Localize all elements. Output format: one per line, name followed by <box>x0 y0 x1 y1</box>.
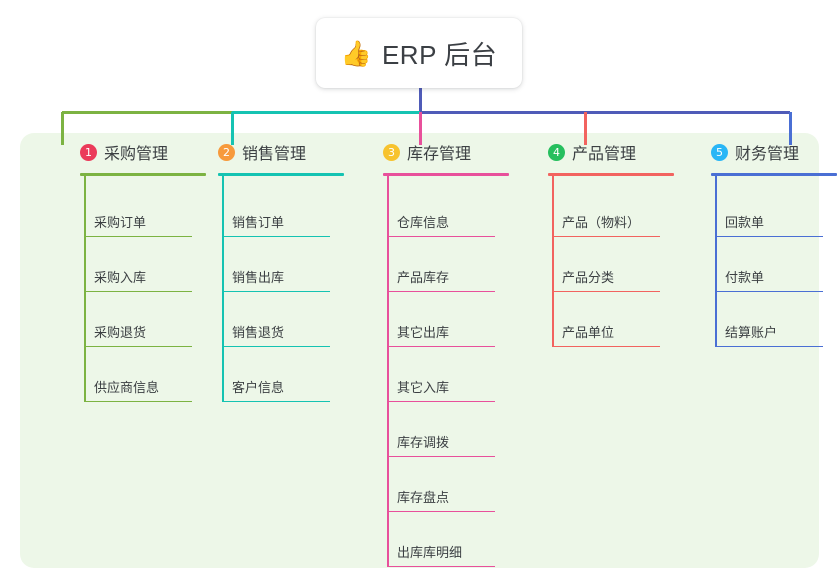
branch-header-2[interactable]: 2 销售管理 <box>200 133 360 171</box>
branch-item-label: 结算账户 <box>725 325 778 340</box>
branch-item-rule <box>84 290 192 292</box>
branch-header-1[interactable]: 1 采购管理 <box>62 133 222 171</box>
branch-number-badge-3: 3 <box>383 143 400 161</box>
branch-spine-2 <box>222 173 224 402</box>
branch-item-label: 供应商信息 <box>94 380 160 395</box>
branch-header-rule-4 <box>548 173 674 176</box>
branch-item-rule <box>84 400 192 402</box>
branch-title-4: 产品管理 <box>572 146 637 163</box>
branch-item[interactable]: 采购退货 <box>84 319 192 347</box>
branch-item-label: 客户信息 <box>232 380 285 395</box>
thumbs-up-icon: 👍 <box>340 38 372 68</box>
branch-column-5: 5 财务管理回款单付款单结算账户 <box>693 133 839 347</box>
root-title-card[interactable]: 👍 ERP 后台 <box>316 18 522 88</box>
branch-header-rule-2 <box>218 173 344 176</box>
branch-item-label: 出库库明细 <box>397 545 463 560</box>
branch-item[interactable]: 其它出库 <box>387 319 495 347</box>
branch-item-label: 库存调拨 <box>397 435 450 450</box>
branch-item-rule <box>387 400 495 402</box>
branch-item-label: 付款单 <box>725 270 765 285</box>
branch-item-rule <box>387 235 495 237</box>
branch-column-3: 3 库存管理仓库信息产品库存其它出库其它入库库存调拨库存盘点出库库明细 <box>365 133 525 567</box>
branch-item-rule <box>222 290 330 292</box>
branch-item[interactable]: 采购入库 <box>84 264 192 292</box>
branch-spine-4 <box>552 173 554 347</box>
branch-item-label: 库存盘点 <box>397 490 450 505</box>
branch-item-rule <box>387 290 495 292</box>
branch-item-rule <box>222 345 330 347</box>
branch-header-rule-1 <box>80 173 206 176</box>
branch-spine-5 <box>715 173 717 347</box>
branch-item-rule <box>84 345 192 347</box>
root-title-inner: 👍 ERP 后台 <box>341 35 497 72</box>
branch-number-badge-4: 4 <box>548 143 565 161</box>
branch-item[interactable]: 结算账户 <box>715 319 823 347</box>
branch-item-label: 产品分类 <box>562 270 615 285</box>
branch-item[interactable]: 产品（物料） <box>552 209 660 237</box>
branch-item[interactable]: 产品单位 <box>552 319 660 347</box>
branch-item-rule <box>552 345 660 347</box>
branch-item-label: 采购订单 <box>94 215 147 230</box>
branch-header-3[interactable]: 3 库存管理 <box>365 133 525 171</box>
branch-item[interactable]: 出库库明细 <box>387 539 495 567</box>
branch-column-1: 1 采购管理采购订单采购入库采购退货供应商信息 <box>62 133 222 402</box>
branch-item[interactable]: 采购订单 <box>84 209 192 237</box>
branch-item-rule <box>222 400 330 402</box>
branch-panel <box>20 133 819 568</box>
branch-spine-3 <box>387 173 389 567</box>
branch-spine-1 <box>84 173 86 402</box>
branch-item-label: 回款单 <box>725 215 765 230</box>
branch-column-4: 4 产品管理产品（物料） 产品分类产品单位 <box>530 133 690 347</box>
branch-column-2: 2 销售管理销售订单销售出库销售退货客户信息 <box>200 133 360 402</box>
page-title: ERP 后台 <box>381 39 498 70</box>
branch-item[interactable]: 产品分类 <box>552 264 660 292</box>
branch-item-label: 销售退货 <box>232 325 285 340</box>
branch-item-label: 产品单位 <box>562 325 615 340</box>
branch-header-rule-5 <box>711 173 837 176</box>
branch-item-rule <box>387 345 495 347</box>
branch-item-rule <box>552 235 660 237</box>
branch-item[interactable]: 其它入库 <box>387 374 495 402</box>
branch-item-rule <box>715 345 823 347</box>
branch-item[interactable]: 客户信息 <box>222 374 330 402</box>
branch-number-badge-1: 1 <box>80 143 97 161</box>
branch-title-3: 库存管理 <box>407 146 472 163</box>
branch-item-rule <box>715 290 823 292</box>
branch-item-label: 产品库存 <box>397 270 450 285</box>
branch-item[interactable]: 库存调拨 <box>387 429 495 457</box>
branch-item-rule <box>552 290 660 292</box>
branch-item[interactable]: 销售订单 <box>222 209 330 237</box>
branch-item-rule <box>387 565 495 567</box>
branch-item[interactable]: 产品库存 <box>387 264 495 292</box>
branch-number-badge-2: 2 <box>218 143 235 161</box>
branch-item[interactable]: 付款单 <box>715 264 823 292</box>
branch-item[interactable]: 仓库信息 <box>387 209 495 237</box>
branch-item-rule <box>715 235 823 237</box>
branch-title-5: 财务管理 <box>735 146 800 163</box>
branch-header-rule-3 <box>383 173 509 176</box>
branch-item[interactable]: 销售退货 <box>222 319 330 347</box>
branch-title-2: 销售管理 <box>242 146 307 163</box>
branch-item-label: 采购入库 <box>94 270 147 285</box>
branch-item[interactable]: 库存盘点 <box>387 484 495 512</box>
branch-item-label: 采购退货 <box>94 325 147 340</box>
branch-item-label: 销售出库 <box>232 270 285 285</box>
branch-item-rule <box>387 455 495 457</box>
branch-item-label: 产品（物料） <box>562 215 641 230</box>
branch-item-rule <box>387 510 495 512</box>
branch-item-label: 其它入库 <box>397 380 450 395</box>
branch-item-label: 其它出库 <box>397 325 450 340</box>
branch-item[interactable]: 销售出库 <box>222 264 330 292</box>
branch-item-label: 销售订单 <box>232 215 285 230</box>
branch-item[interactable]: 回款单 <box>715 209 823 237</box>
branch-item-rule <box>84 235 192 237</box>
branch-item-label: 仓库信息 <box>397 215 450 230</box>
branch-header-4[interactable]: 4 产品管理 <box>530 133 690 171</box>
branch-columns: 1 采购管理采购订单采购入库采购退货供应商信息 2 销售管理销售订单销售出库销售退货客… <box>20 133 837 568</box>
branch-item-rule <box>222 235 330 237</box>
branch-item[interactable]: 供应商信息 <box>84 374 192 402</box>
branch-title-1: 采购管理 <box>104 146 169 163</box>
branch-header-5[interactable]: 5 财务管理 <box>693 133 839 171</box>
branch-number-badge-5: 5 <box>711 143 728 161</box>
